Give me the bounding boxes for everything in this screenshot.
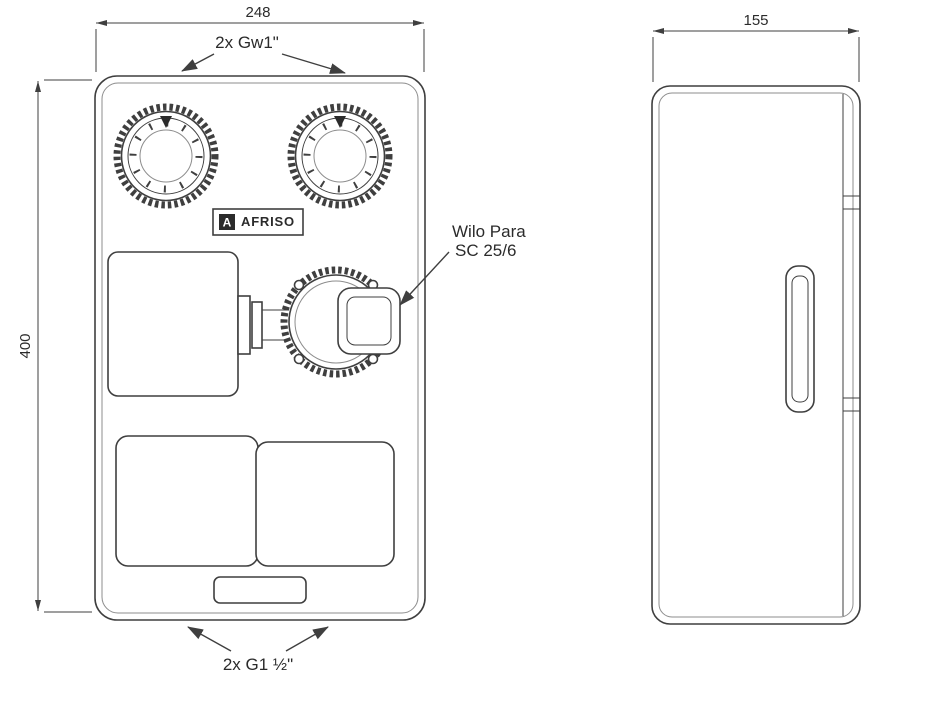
top-connection-label: 2x Gw1" bbox=[215, 33, 279, 52]
insulation-panel-bottom-left bbox=[115, 435, 259, 567]
dimension-side-depth: 155 bbox=[652, 12, 860, 82]
dimension-front-height: 400 bbox=[17, 79, 92, 613]
dial-tick-marks bbox=[129, 119, 203, 193]
dial-knurled-ring bbox=[113, 103, 219, 209]
dial-outer-ring bbox=[120, 110, 212, 202]
brand-plate: A AFRISO bbox=[212, 208, 304, 236]
callout-top-connection: 2x Gw1" bbox=[181, 33, 346, 74]
dial-inner-ring bbox=[139, 129, 193, 183]
pump-control-box bbox=[337, 287, 401, 355]
callout-bottom-connection: 2x G1 ½" bbox=[187, 626, 329, 674]
insulation-panel-middle-left bbox=[107, 251, 239, 397]
callout-pump: Wilo Para SC 25/6 bbox=[399, 222, 526, 306]
top-connection-arrow-left bbox=[181, 53, 215, 72]
dial-knurled-ring bbox=[287, 103, 393, 209]
thermometer-dial-left bbox=[113, 103, 219, 209]
front-view: A AFRISO bbox=[94, 75, 426, 621]
bottom-connection-label: 2x G1 ½" bbox=[223, 655, 293, 674]
top-connection-arrow-right bbox=[281, 53, 346, 74]
thermometer-dial-right bbox=[287, 103, 393, 209]
side-enclosure-inner-outline bbox=[658, 92, 854, 618]
pump-bolt-bottom-left bbox=[293, 353, 305, 365]
pump-bolt-bottom-right bbox=[367, 353, 379, 365]
bottom-connection-arrow-left bbox=[187, 626, 232, 652]
brand-name: AFRISO bbox=[241, 214, 295, 229]
pump-assembly bbox=[237, 266, 401, 378]
pump-bolt-top-left bbox=[293, 279, 305, 291]
side-mounting-bracket-inner bbox=[791, 275, 809, 403]
dimension-value-front-height: 400 bbox=[17, 333, 34, 358]
pump-label-line1: Wilo Para bbox=[452, 222, 526, 241]
dial-top-pointer-icon bbox=[334, 116, 346, 128]
dimension-value-side-depth: 155 bbox=[743, 12, 768, 29]
front-enclosure-inner-outline bbox=[101, 82, 419, 614]
pump-control-display bbox=[346, 296, 392, 346]
brand-icon-letter: A bbox=[223, 216, 232, 230]
dimension-front-width: 248 bbox=[95, 4, 425, 72]
side-view bbox=[651, 85, 861, 625]
pump-flange-outer bbox=[237, 295, 251, 355]
brand-logo-icon bbox=[219, 214, 235, 230]
dial-outer-ring bbox=[294, 110, 386, 202]
dial-top-pointer-icon bbox=[160, 116, 172, 128]
dial-inner-ring bbox=[313, 129, 367, 183]
side-notch-upper bbox=[842, 195, 861, 210]
pump-leader-line bbox=[399, 251, 450, 306]
pump-label-line2: SC 25/6 bbox=[455, 241, 516, 260]
side-enclosure-outline bbox=[651, 85, 861, 625]
insulation-panel-bottom-right bbox=[255, 441, 395, 567]
bottom-latch-plate bbox=[213, 576, 307, 604]
dimension-value-front-width: 248 bbox=[245, 4, 270, 21]
side-mounting-bracket bbox=[785, 265, 815, 413]
pump-flange-inner bbox=[251, 301, 263, 349]
side-notch-lower bbox=[842, 397, 861, 412]
dial-tick-marks bbox=[303, 119, 377, 193]
bottom-connection-arrow-right bbox=[285, 626, 329, 652]
